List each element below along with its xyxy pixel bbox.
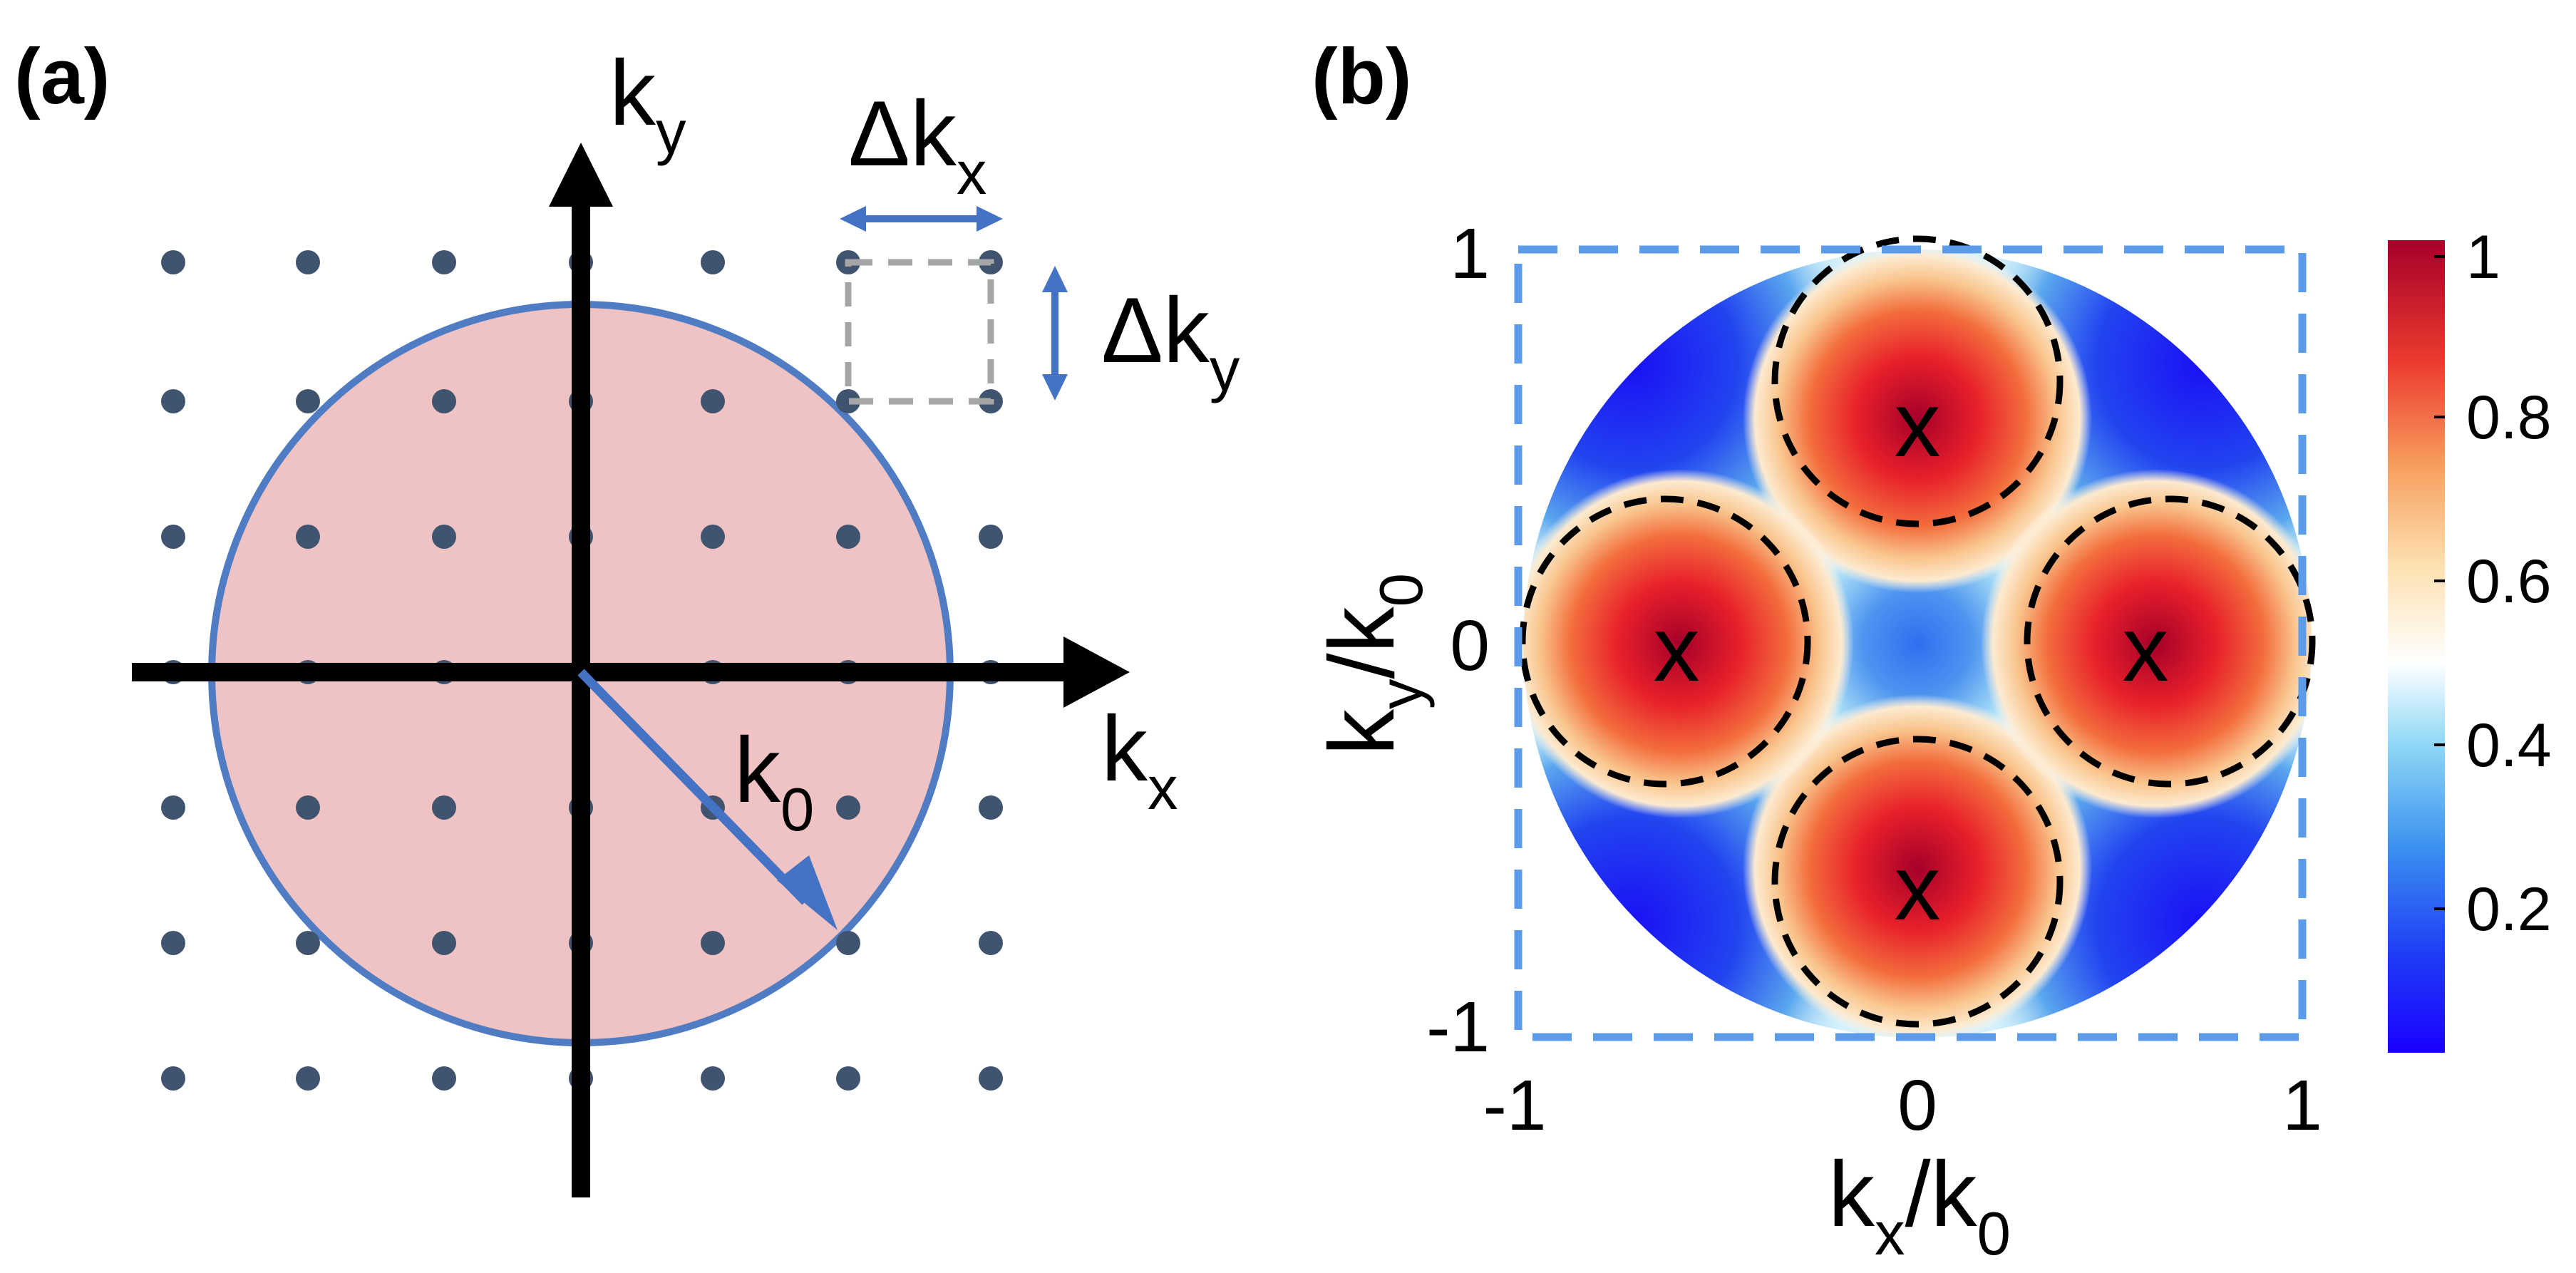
panel-a: (a) xyxy=(14,33,1240,1197)
panel-a-label: (a) xyxy=(14,33,110,120)
colorbar xyxy=(2388,240,2445,1053)
intensity-map xyxy=(1523,249,2312,1038)
x-tick-neg1: -1 xyxy=(1483,1066,1547,1145)
colorbar-tick-1: 1 xyxy=(2466,223,2500,292)
colorbar-tick-0.2: 0.2 xyxy=(2466,875,2552,944)
y-axis-label: ky/k0 xyxy=(1309,573,1436,756)
y-tick-neg1: -1 xyxy=(1426,987,1490,1067)
lobe-outlines xyxy=(1519,235,2316,1028)
unit-cell-box xyxy=(845,259,994,405)
kx-axis-label: kx xyxy=(1101,696,1178,823)
ky-axis-label: ky xyxy=(609,41,686,167)
y-tick-1: 1 xyxy=(1450,214,1490,294)
peak-marker-left: x xyxy=(1654,597,1700,701)
k0-label: k0 xyxy=(734,718,814,844)
dkx-arrow xyxy=(840,206,1003,232)
panel-b: (b) x x x x -1 0 1 xyxy=(1309,33,2552,1268)
dky-arrow xyxy=(1042,266,1068,401)
kx-arrowhead xyxy=(1063,636,1130,708)
panel-b-label: (b) xyxy=(1312,33,1411,120)
colorbar-tick-0.6: 0.6 xyxy=(2466,547,2552,616)
peak-marker-top: x xyxy=(1895,372,1941,476)
x-axis-label: kx/k0 xyxy=(1828,1142,2011,1268)
colorbar-tick-0.8: 0.8 xyxy=(2466,383,2552,452)
k0-radius-arrow xyxy=(577,669,809,905)
x-tick-0: 0 xyxy=(1897,1066,1937,1145)
colorbar-tick-marks xyxy=(2434,255,2445,910)
colorbar-tick-0.4: 0.4 xyxy=(2466,711,2552,780)
dkx-label: Δkx xyxy=(848,81,986,207)
k0-arrowhead xyxy=(777,855,838,930)
peak-marker-bottom: x xyxy=(1895,835,1941,939)
peak-marker-right: x xyxy=(2123,597,2169,701)
k-space-box xyxy=(1514,245,2307,1041)
x-tick-1: 1 xyxy=(2282,1066,2322,1145)
ky-arrowhead xyxy=(549,143,613,207)
dky-label: Δky xyxy=(1101,278,1240,404)
y-tick-0: 0 xyxy=(1450,606,1490,686)
